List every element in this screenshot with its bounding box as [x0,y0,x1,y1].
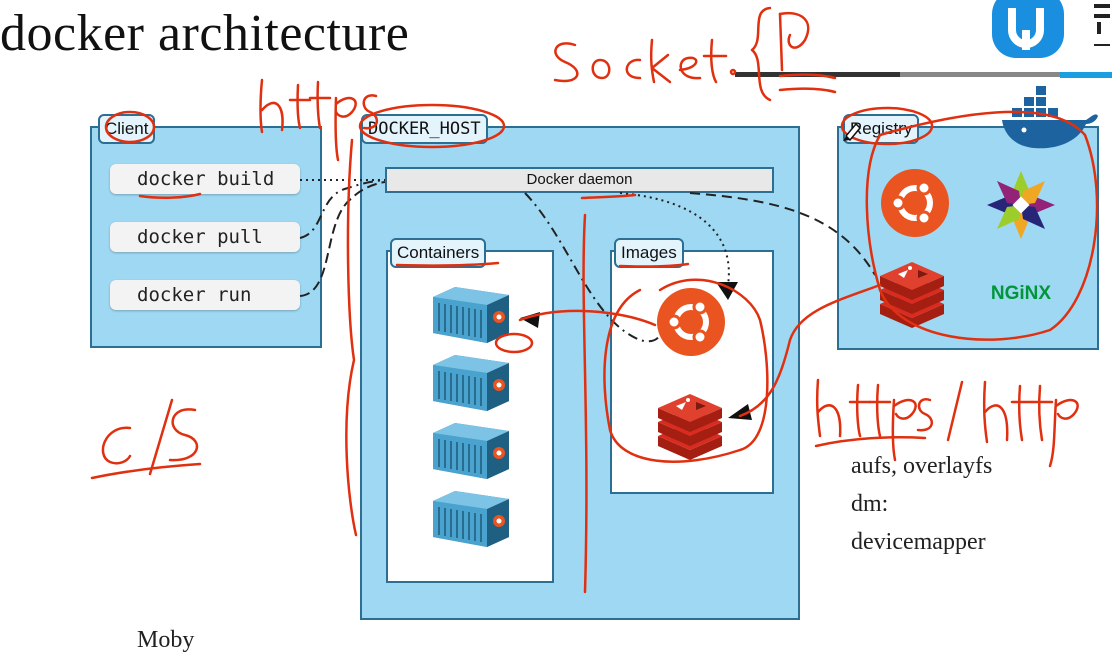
pen-cursor-icon [843,122,862,142]
docker-host-label: DOCKER_HOST [361,114,488,144]
connector-pull [299,179,386,239]
arrowhead-images [716,282,738,300]
container-icon [432,354,510,412]
redis-icon [658,394,722,460]
ubuntu-icon [657,288,725,356]
connector-daemon-registry [689,192,876,276]
docker-run-command: docker run [110,280,300,310]
container-icon [432,286,510,344]
arrowhead-redis [728,404,752,420]
docker-whale-icon [1002,86,1098,149]
centos-icon [987,171,1055,239]
redis-icon [880,262,944,328]
connector-daemon-containers [524,192,663,343]
brand-logo-icon [990,0,1070,60]
storage-note-3: devicemapper [851,529,986,555]
docker-pull-command: docker pull [110,222,300,252]
brand-logo-fragment [1092,0,1112,50]
nginx-logo: NGiNX [991,283,1052,304]
docker-build-command: docker build [110,164,300,194]
docker-daemon-bar: Docker daemon [385,167,774,193]
storage-note-1: aufs, overlayfs [851,453,993,479]
connector-daemon-images [619,192,730,286]
page-title: docker architecture [0,5,410,62]
storage-note-2: dm: [851,491,889,517]
handwritten-annotations [90,6,1099,594]
container-icon [432,422,510,480]
top-bar [735,72,1112,77]
moby-note: Moby [137,627,195,653]
ubuntu-icon [881,169,949,237]
top-bar-blue [1060,72,1112,78]
containers-label: Containers [390,238,487,268]
connector-run [299,181,386,297]
container-icon [432,490,510,548]
